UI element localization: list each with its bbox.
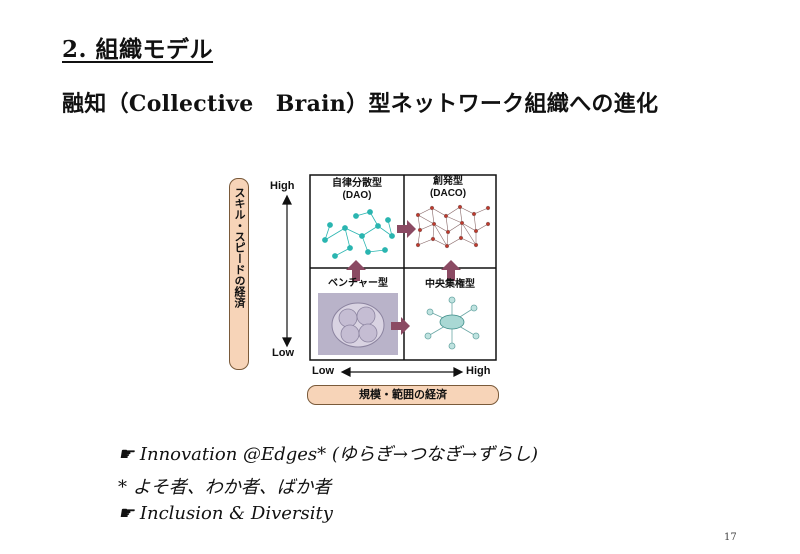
page-number: 17 [724,532,737,543]
y-axis-arrow [282,194,292,348]
y-axis-low: Low [272,347,294,359]
quadrant-centralized-label: 中央集権型 [425,279,475,290]
pointing-hand-icon: ☛ [118,444,135,465]
slide-subtitle: 融知（Collective Brain）型ネットワーク組織への進化 [62,91,659,117]
transition-arrows [346,220,461,335]
centralized-network-illustration [424,296,480,350]
daco-network-illustration [415,204,491,249]
y-axis-label: スキル・スピードの経済 [229,178,249,370]
x-axis-label: 規模・範囲の経済 [307,385,499,405]
quadrant-venture-label: ベンチャー型 [328,278,388,289]
bullet-item: ☛ Innovation @Edges* (ゆらぎ→つなぎ→ずらし) [118,444,539,465]
y-axis-high: High [270,180,295,192]
bullet-item: ☛ Inclusion & Diversity [118,503,333,524]
slide-title: 2. 組織モデル [62,36,214,63]
x-axis-high: High [466,365,491,377]
pointing-hand-icon: ☛ [118,503,135,524]
venture-cell-image [318,293,398,355]
x-axis-arrow [340,367,464,377]
dao-network-illustration [322,209,395,259]
bullet-item: * よそ者、わか者、ばか者 [118,477,332,498]
x-axis-low: Low [312,365,334,377]
quadrant-daco-label: 創発型 (DACO) [429,176,467,199]
quadrant-dao-label: 自律分散型 (DAO) [332,178,382,201]
